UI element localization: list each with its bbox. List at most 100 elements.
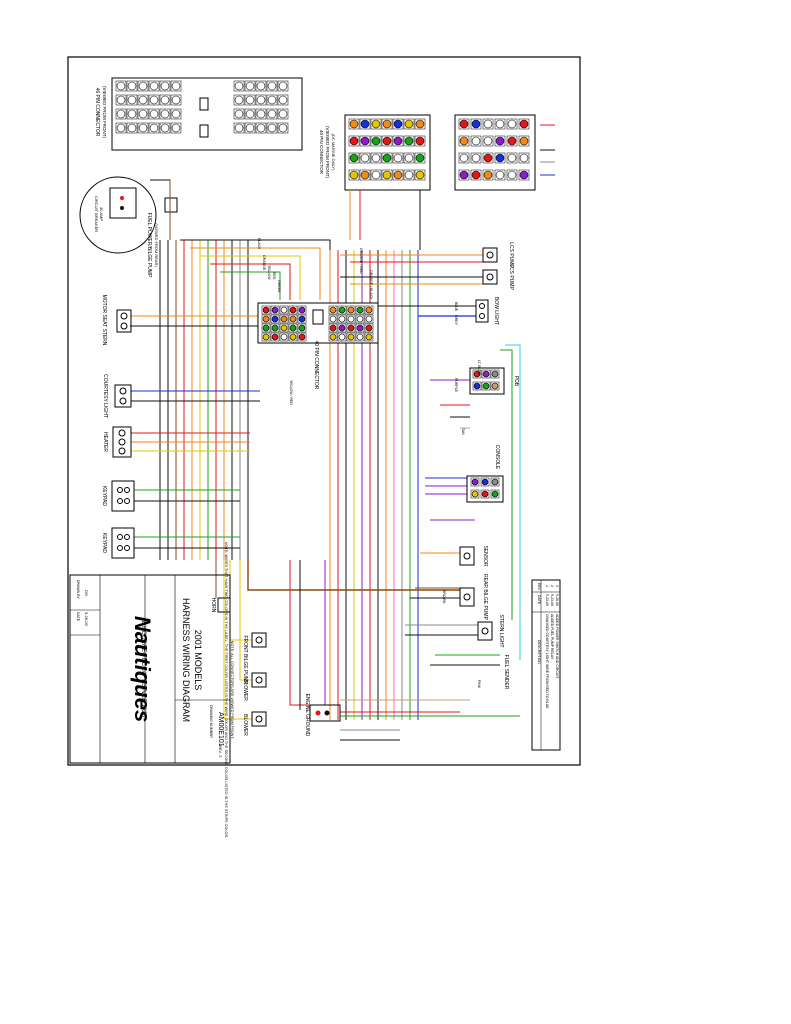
connector-pin	[171, 95, 181, 105]
connector-pin	[280, 306, 288, 314]
pin46-top-sub: (VIEWED FROM FRONT)	[102, 86, 107, 138]
connector-pin	[267, 81, 277, 91]
connector-pin	[371, 136, 381, 146]
wire	[180, 239, 331, 300]
heater-label: HEATER	[102, 432, 108, 452]
connector-pin	[459, 119, 469, 129]
connector-pin	[278, 123, 288, 133]
connector-pin	[289, 306, 297, 314]
note-2: NOTE: ALL CONNECTORS ARE VIEWED FROM FRO…	[230, 641, 234, 740]
pin40-left-grid	[348, 118, 426, 181]
connector-pin	[495, 153, 505, 163]
connector-pin	[338, 315, 346, 323]
connector-pin	[271, 306, 279, 314]
rev-row2-desc: ADDED FUEL PUMP RELAY	[550, 614, 554, 660]
rev-row3-desc: ADDED POWER SWITCH AND CIRCUIT	[555, 614, 559, 679]
keypad1-connector: KEYPAD	[101, 480, 135, 512]
connector-pin	[519, 136, 529, 146]
wire	[223, 560, 252, 720]
connector-pin	[393, 136, 403, 146]
connector-pin	[347, 333, 355, 341]
connector-pin	[491, 490, 499, 498]
connector-pin	[382, 170, 392, 180]
connector-pin	[271, 333, 279, 341]
connector-pin	[356, 306, 364, 314]
wire-label-grey: GREY	[454, 315, 458, 326]
wire-label-purple: PURPLE	[454, 378, 458, 393]
pin40-top-connector: 40 PIN CONNECTOR (VIEWED FROM FRONT) (DC…	[319, 114, 536, 191]
blower1-connector: BLOWER	[242, 672, 267, 701]
keypad2-connector: KEYPAD	[101, 527, 135, 559]
connector-pin	[149, 95, 159, 105]
connector-pin	[160, 95, 170, 105]
connector-pin	[329, 315, 337, 323]
connector-pin	[371, 119, 381, 129]
drawn-by-label: DRAWN BY	[76, 580, 80, 599]
pdb-connector: PDB	[469, 367, 519, 395]
rev-header-desc: DESCRIPTION	[537, 640, 541, 664]
connector-pin	[262, 306, 270, 314]
lcs-pump2-label: LCS PUMP	[508, 264, 514, 290]
connector-pin	[329, 306, 337, 314]
connector-pin	[349, 119, 359, 129]
date-label: DATE	[76, 612, 80, 622]
connector-pin	[298, 324, 306, 332]
connector-pin	[495, 170, 505, 180]
connector-pin	[280, 333, 288, 341]
sensor-connector: SENSOR	[459, 545, 488, 567]
wire-label-yellow: YELLOW	[267, 265, 271, 280]
connector-pin	[256, 81, 266, 91]
connector-pin	[483, 170, 493, 180]
connector-pin	[365, 306, 373, 314]
rev-header-rev: REV	[537, 583, 541, 591]
pin40-top-note: (DC MARINE ONLY)	[331, 134, 336, 171]
connector-pin	[382, 119, 392, 129]
connector-pin	[127, 95, 137, 105]
connector-pin	[483, 153, 493, 163]
connector-pin	[160, 81, 170, 91]
lcs-pump1-connector: LCS PUMP	[482, 242, 514, 268]
connector-pin	[171, 123, 181, 133]
connector-pin	[245, 95, 255, 105]
connector-pin	[481, 478, 489, 486]
wire-label-green: GREEN	[277, 280, 281, 293]
connector-pin	[471, 119, 481, 129]
courtesy-label: COURTESY LIGHT	[102, 374, 108, 418]
connector-pin	[116, 95, 126, 105]
blower2-label: BLOWER	[242, 714, 248, 736]
connector-pin	[127, 109, 137, 119]
connector-pin	[507, 119, 517, 129]
blower2-connector: BLOWER	[242, 711, 267, 736]
circuit-breaker: CIRCUIT BREAKER 40 AMP	[79, 176, 178, 254]
connector-pin	[262, 324, 270, 332]
drawing-number: AM00E101	[217, 712, 224, 747]
connector-pin	[471, 153, 481, 163]
connector-pin	[404, 170, 414, 180]
connector-pin	[171, 109, 181, 119]
connector-pin	[245, 123, 255, 133]
drawing-border	[67, 56, 581, 766]
drawn-by: DO	[84, 590, 89, 596]
connector-pin	[149, 109, 159, 119]
front-bilge-connector: FRONT BILGE PUMP	[242, 632, 267, 685]
rev-row1-desc: CHANGED COURTESY LIGHT WIRE FROM RED TO …	[545, 614, 549, 709]
connector-pin	[519, 153, 529, 163]
connector-pin	[278, 81, 288, 91]
connector-pin	[280, 324, 288, 332]
connector-pin	[483, 119, 493, 129]
connector-pin	[245, 109, 255, 119]
connector-pin	[127, 123, 137, 133]
pin40-right-grid	[458, 118, 530, 181]
connector-pin	[160, 109, 170, 119]
diagram-title-line2: 2001 MODELS	[193, 630, 203, 691]
connector-pin	[280, 315, 288, 323]
connector-pin	[404, 119, 414, 129]
rev-row3-date: 9-28-00	[555, 594, 559, 606]
connector-pin	[482, 370, 490, 378]
connector-pin	[415, 136, 425, 146]
connector-pin	[271, 324, 279, 332]
connector-pin	[256, 95, 266, 105]
wire	[190, 247, 321, 300]
connector-pin	[473, 370, 481, 378]
pin40-center-label: 40 PIN CONNECTOR	[313, 341, 319, 390]
